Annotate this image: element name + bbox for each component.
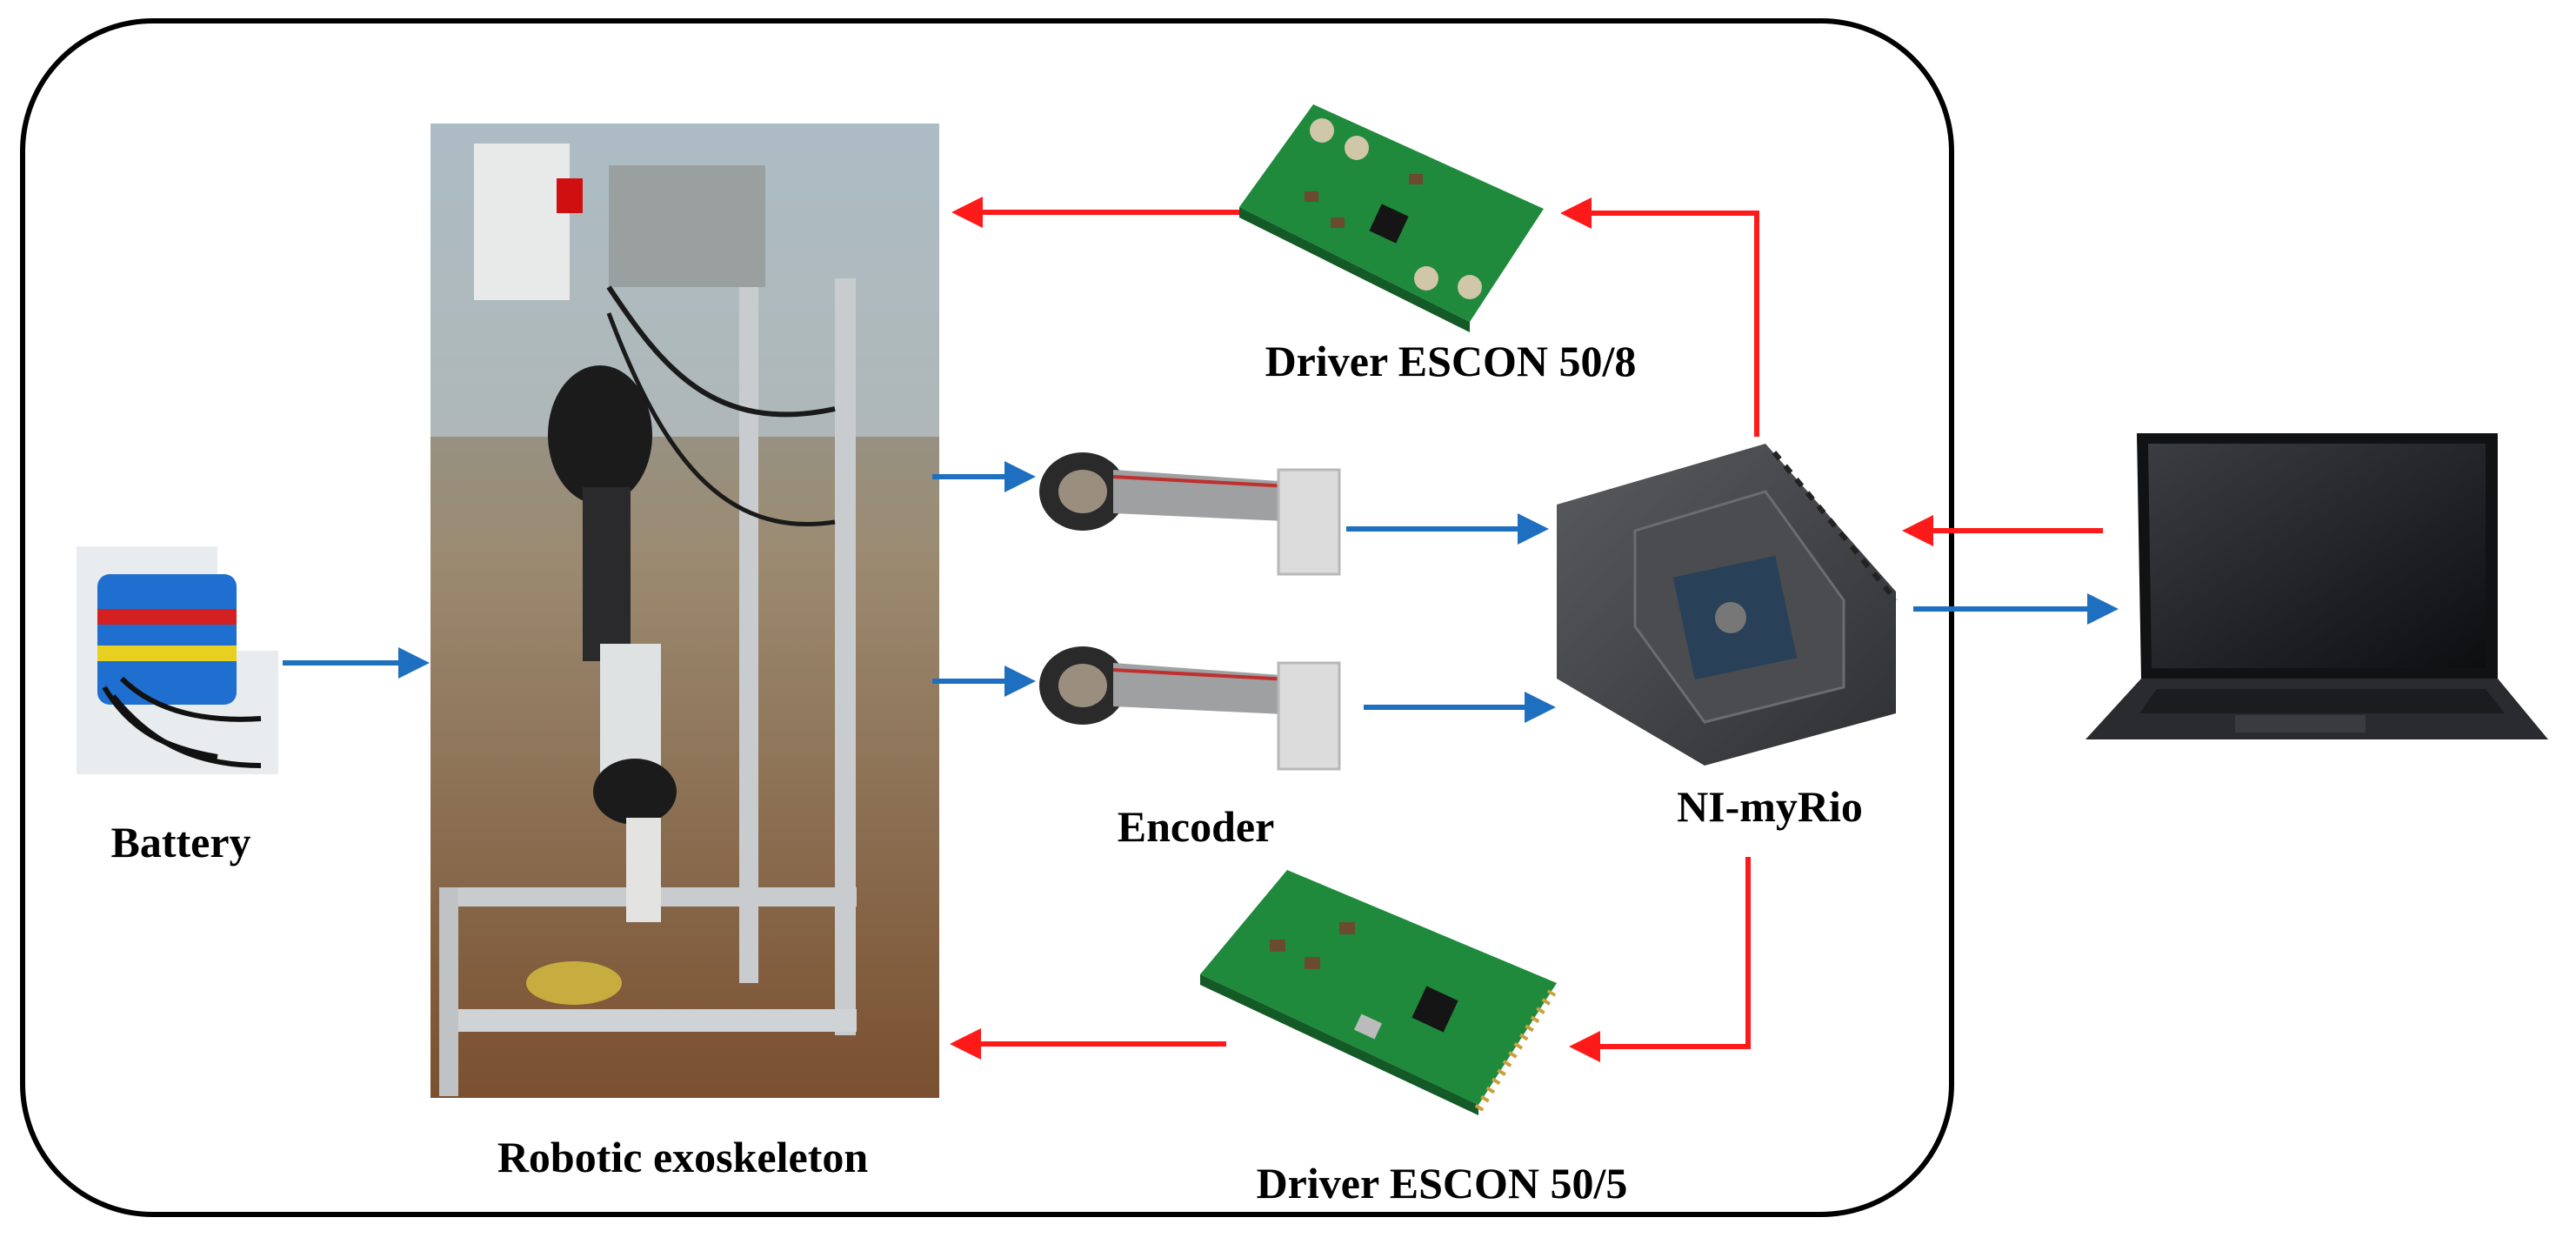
system-border (20, 18, 1954, 1217)
exoskeleton-image (430, 124, 939, 1098)
exoskeleton-label: Robotic exoskeleton (497, 1133, 869, 1181)
battery-image (77, 546, 278, 774)
driver-bottom-label: Driver ESCON 50/5 (1256, 1159, 1628, 1208)
driver-top-label: Driver ESCON 50/8 (1265, 337, 1637, 385)
driver-escon-50-5-image (1200, 870, 1557, 1115)
myrio-label: NI-myRio (1677, 782, 1863, 831)
ni-myrio-image (1557, 444, 1899, 766)
laptop-image (2085, 433, 2548, 739)
arrow-myrio-to-driver-bottom (1569, 857, 1751, 1062)
encoder-top-image (1039, 452, 1341, 576)
battery-label: Battery (110, 818, 251, 866)
encoder-bottom-image (1039, 646, 1341, 771)
driver-escon-50-8-image (1239, 104, 1544, 332)
arrow-myrio-to-driver-top (1560, 197, 1759, 437)
encoder-label: Encoder (1117, 802, 1275, 851)
